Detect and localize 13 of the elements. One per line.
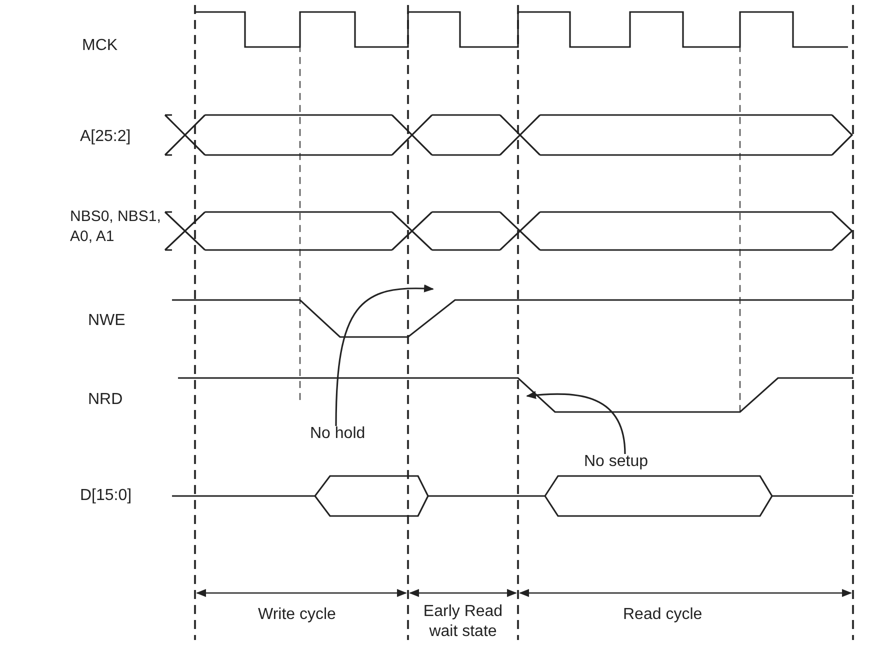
cycle-label: Read cycle bbox=[623, 605, 704, 625]
signal-name: NBS0, NBS1, A0, A1 bbox=[70, 207, 162, 247]
leader-arrow bbox=[335, 284, 434, 426]
leader-arrow bbox=[526, 391, 626, 454]
signal-name: NRD bbox=[88, 390, 124, 410]
signal-name: NWE bbox=[88, 311, 126, 331]
cycle-label: Write cycle bbox=[258, 605, 337, 625]
signal-name: A[25:2] bbox=[80, 127, 132, 147]
annotation-text: No hold bbox=[310, 424, 366, 444]
signal-name: MCK bbox=[82, 36, 119, 56]
annotation-text: No setup bbox=[584, 452, 648, 472]
cycle-label: Early Read wait state bbox=[422, 602, 504, 642]
signal-name: D[15:0] bbox=[80, 486, 133, 506]
